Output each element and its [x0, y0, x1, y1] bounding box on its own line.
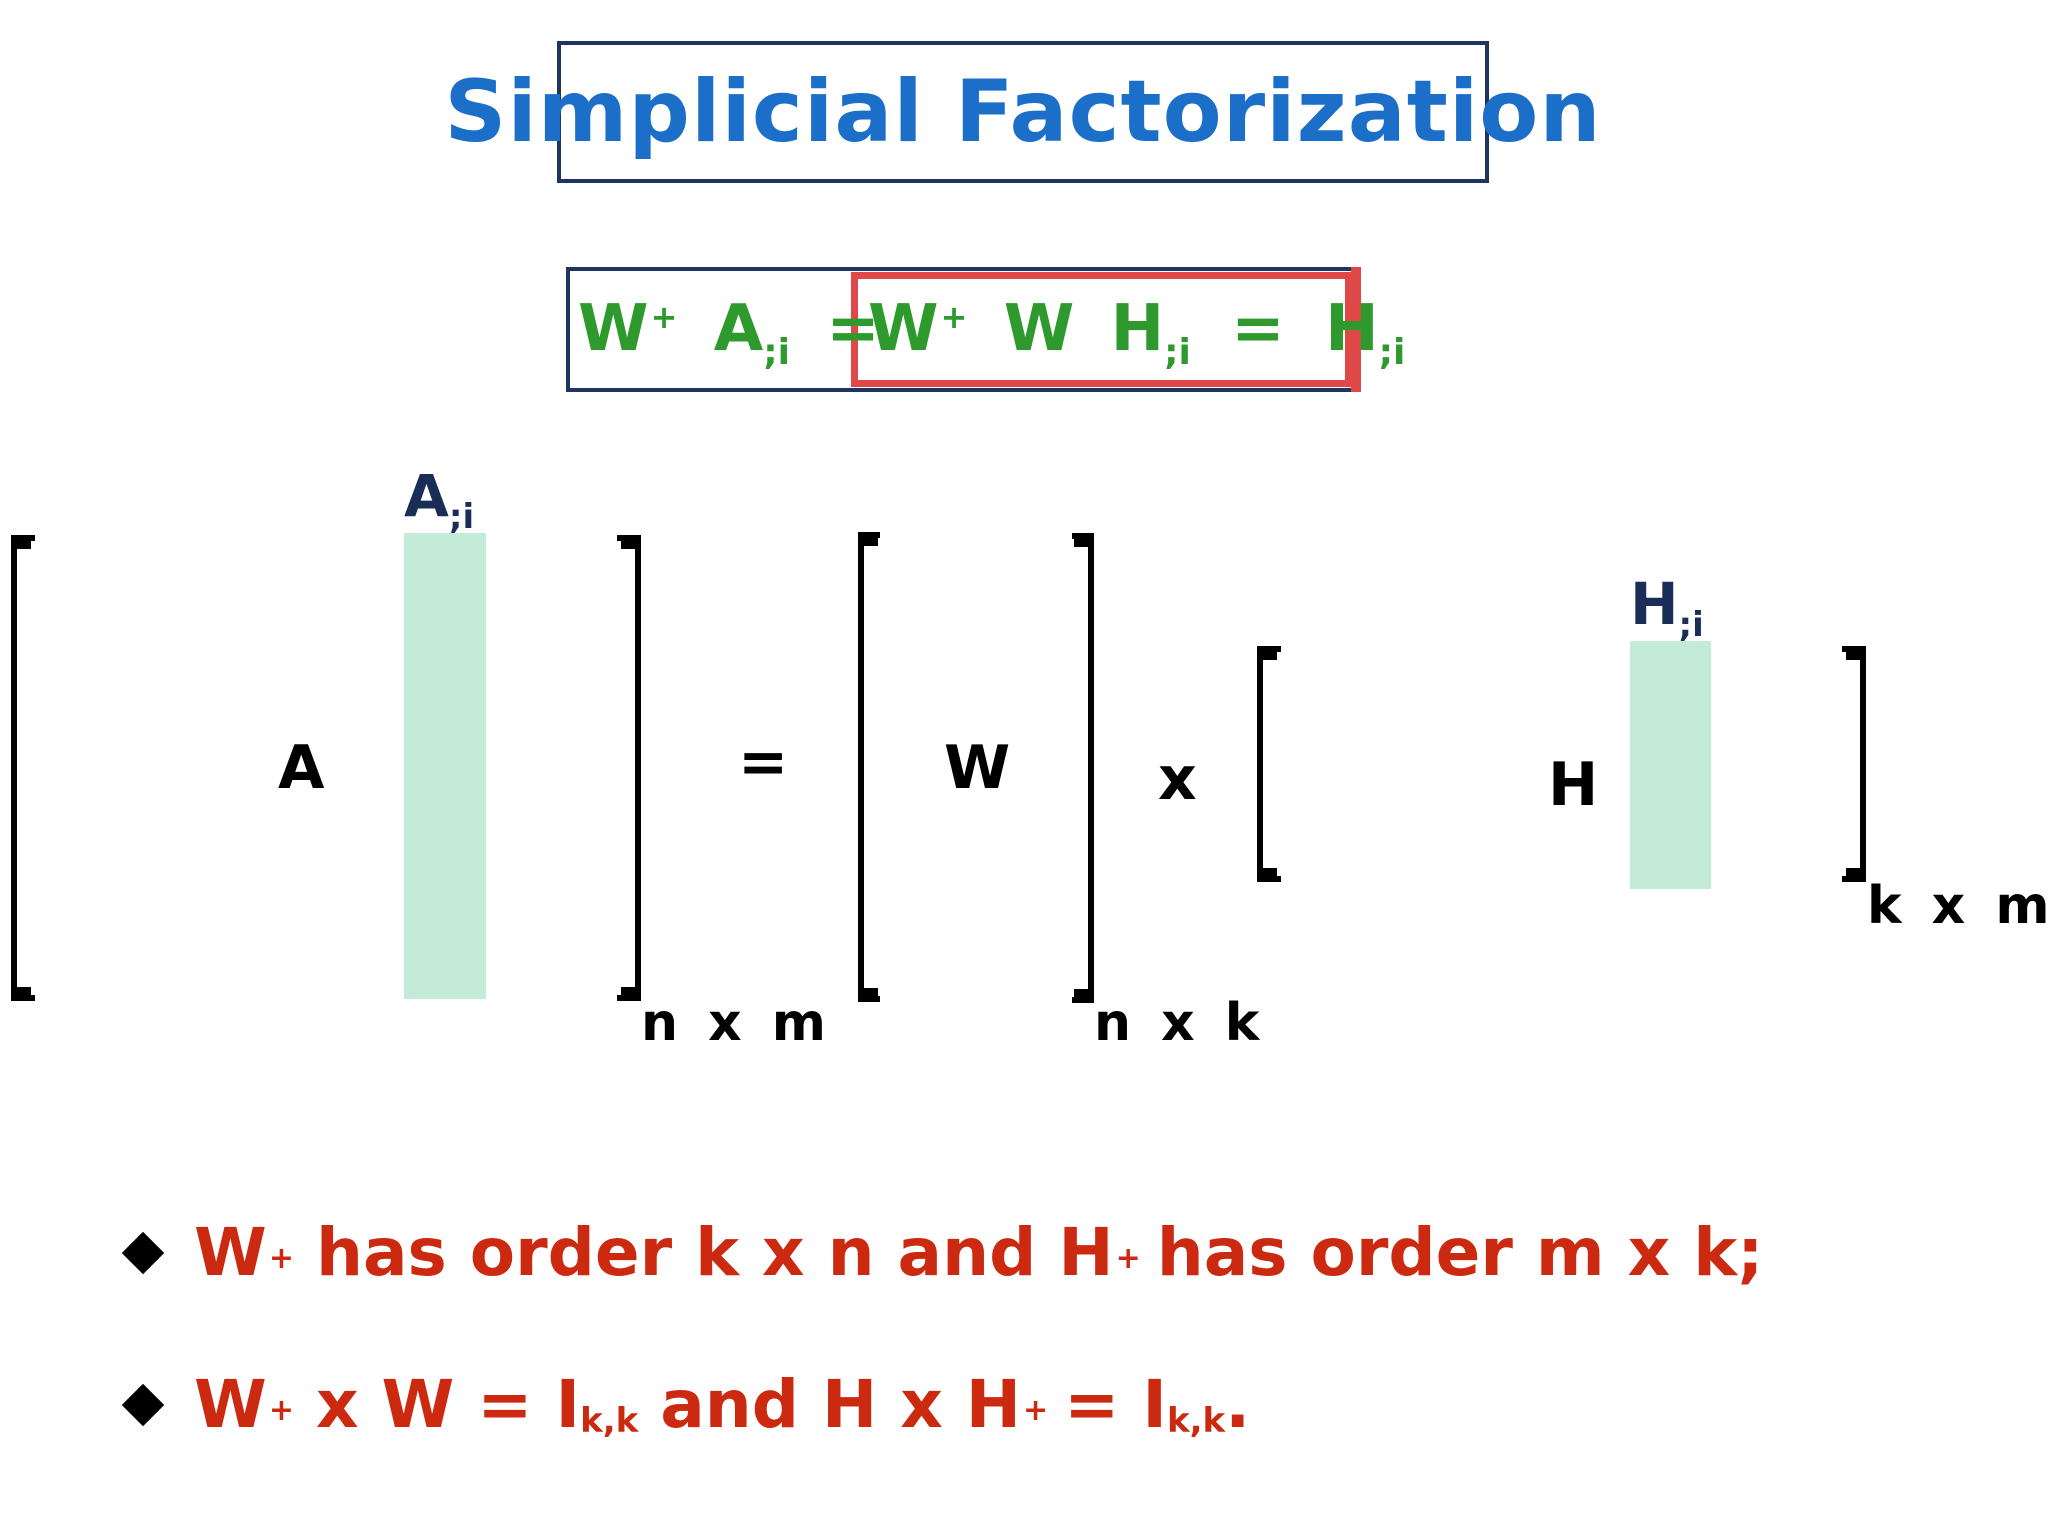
bullet-order: W+ has order k x n and H+ has order m x …: [121, 1214, 1764, 1291]
bracket-cap: [858, 532, 878, 546]
bracket-cap: [1074, 989, 1094, 1003]
bracket-cap: [621, 987, 641, 1001]
formula-mid-w: W: [868, 292, 939, 366]
times-sign: x: [1158, 744, 1197, 814]
slide-title: Simplicial Factorization: [444, 62, 1602, 162]
matrix-h-dimensions: k x m: [1867, 876, 2048, 936]
bracket-cap: [11, 987, 31, 1001]
matrix-h-left-bracket: [1257, 646, 1281, 882]
bracket-cap: [1257, 868, 1277, 882]
matrix-w-dimensions: n x k: [1094, 993, 1266, 1053]
bracket-cap: [1074, 533, 1094, 547]
formula-mid-plus: +: [940, 298, 968, 336]
formula-rhs-sub: ;i: [1378, 332, 1406, 373]
formula-highlight-edge: [1351, 267, 1361, 392]
formula-lhs-sub: ;i: [763, 332, 790, 373]
formula-eq1: =: [826, 292, 880, 366]
formula-lhs-w: W: [578, 292, 649, 366]
title-box: Simplicial Factorization: [444, 41, 1601, 183]
matrix-h-right-bracket: [1842, 646, 1866, 882]
formula-mid-sub: ;i: [1164, 332, 1191, 373]
a-column-highlight: [404, 533, 486, 999]
formula-mid-w2: W: [1003, 292, 1075, 366]
bullet-diamond-icon: [121, 1231, 165, 1274]
a-column-label: A;i: [404, 462, 475, 537]
matrix-a-dimensions: n x m: [641, 993, 832, 1053]
h-column-highlight: [1630, 641, 1711, 889]
formula-mid-h: H: [1110, 292, 1165, 366]
bracket-cap: [1846, 646, 1866, 660]
bracket-cap: [858, 988, 878, 1002]
equals-sign: =: [738, 727, 789, 797]
matrix-w-label: W: [944, 733, 1011, 803]
bullet-diamond-icon: [121, 1383, 165, 1426]
matrix-w-right-bracket: [1072, 533, 1094, 1003]
formula-highlight-frame: [851, 272, 1352, 387]
bracket-cap: [11, 535, 31, 549]
matrix-h-label: H: [1548, 750, 1599, 820]
matrix-w-left-bracket: [858, 532, 880, 1002]
bracket-cap: [1846, 868, 1866, 882]
formula-rhs-h: H: [1325, 292, 1379, 366]
matrix-a-right-bracket: [617, 535, 641, 1001]
bracket-cap: [1257, 646, 1277, 660]
bracket-cap: [621, 535, 641, 549]
formula-rhs: W+ W H;i = H;i: [868, 292, 1405, 373]
matrix-a-label: A: [278, 733, 325, 803]
formula-lhs-plus: +: [650, 298, 678, 336]
h-column-label: H;i: [1630, 570, 1704, 645]
formula-lhs: W+ A;i =: [578, 292, 880, 373]
matrix-a-left-bracket: [11, 535, 35, 1001]
formula-lhs-a: A: [713, 292, 764, 366]
formula-eq2: =: [1231, 292, 1285, 366]
